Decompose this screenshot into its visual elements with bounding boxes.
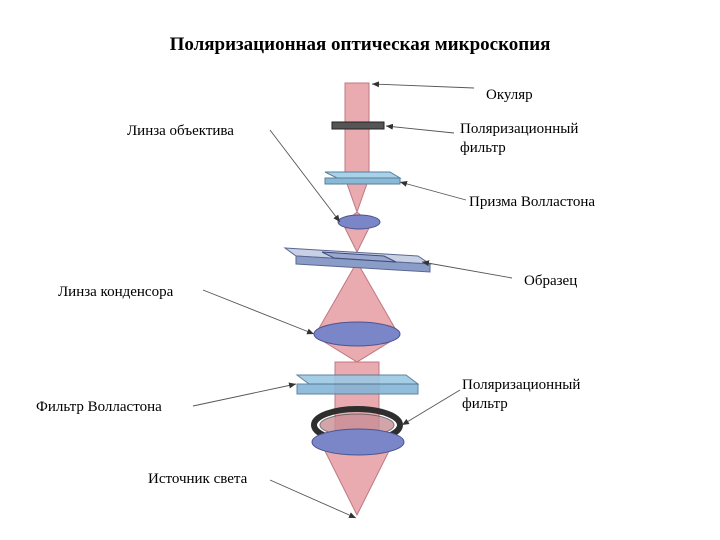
beam-source-cone bbox=[321, 444, 393, 517]
leader-top-prism bbox=[399, 180, 467, 201]
label-bottom-polarizing-filter-line2: фильтр bbox=[462, 396, 508, 412]
label-condenser-lens: Линза конденсора bbox=[58, 284, 174, 300]
label-top-polarizing-filter-line2: фильтр bbox=[460, 140, 506, 156]
top-polarizing-filter bbox=[331, 121, 385, 130]
label-objective-lens: Линза объектива bbox=[127, 123, 234, 139]
leader-light-source bbox=[269, 479, 357, 519]
condenser-lens-shape bbox=[313, 321, 401, 347]
label-eyepiece: Окуляр bbox=[486, 87, 533, 103]
leader-eyepiece bbox=[371, 81, 475, 89]
label-wollaston-filter: Фильтр Волластона bbox=[36, 399, 162, 415]
bottom-wollaston-filter bbox=[295, 374, 420, 395]
label-top-polarizing-filter-line1: Поляризационный bbox=[460, 121, 579, 137]
label-wollaston-prism: Призма Волластона bbox=[469, 194, 596, 210]
diagram-title: Поляризационная оптическая микроскопия bbox=[169, 34, 551, 55]
label-sample: Образец bbox=[524, 273, 578, 289]
eyepiece-beam bbox=[344, 82, 370, 179]
leader-wollaston-filter bbox=[192, 382, 297, 407]
beam-converge-2 bbox=[344, 227, 370, 254]
label-top-polarizing-filter: Поляризационный фильтр bbox=[460, 120, 578, 158]
leader-condenser bbox=[202, 289, 315, 335]
sample-stage bbox=[283, 247, 432, 273]
label-light-source: Источник света bbox=[148, 471, 248, 487]
beam-diverge-2 bbox=[317, 260, 397, 331]
label-bottom-polarizing-filter-line1: Поляризационный bbox=[462, 377, 581, 393]
leader-lines bbox=[192, 81, 513, 519]
leader-bottom-polarizer bbox=[401, 389, 461, 426]
leader-top-polarizer bbox=[385, 123, 455, 134]
label-bottom-polarizing-filter: Поляризационный фильтр bbox=[462, 376, 580, 414]
leader-sample bbox=[421, 260, 513, 279]
leader-objective bbox=[269, 129, 341, 223]
top-wollaston-prism bbox=[324, 171, 402, 185]
objective-lens-shape bbox=[337, 214, 381, 230]
light-source-lens-shape bbox=[311, 428, 405, 456]
